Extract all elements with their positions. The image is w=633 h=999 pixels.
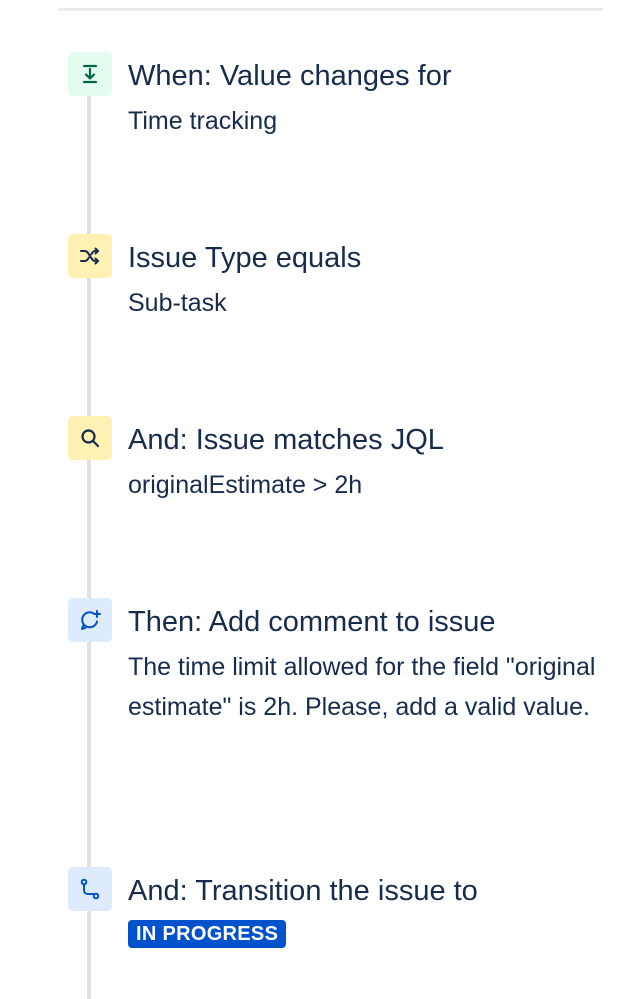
top-divider (58, 8, 603, 11)
rule-timeline-rail (87, 96, 91, 999)
rule-title: When: Value changes for (128, 60, 452, 92)
rule-detail: Time tracking (128, 107, 278, 135)
rule-title: And: Transition the issue to (128, 875, 478, 907)
rule-detail: originalEstimate > 2h (128, 471, 363, 499)
field-value-changed-icon (68, 52, 112, 96)
rule-detail: Sub-task (128, 289, 227, 317)
status-lozenge: IN PROGRESS (128, 920, 287, 948)
transition-icon (68, 867, 112, 911)
shuffle-icon (68, 234, 112, 278)
rule-title: And: Issue matches JQL (128, 424, 444, 456)
add-comment-icon (68, 598, 112, 642)
search-icon (68, 416, 112, 460)
rule-title: Then: Add comment to issue (128, 606, 496, 638)
rule-detail: The time limit allowed for the field "or… (128, 653, 596, 721)
rule-title: Issue Type equals (128, 242, 362, 274)
